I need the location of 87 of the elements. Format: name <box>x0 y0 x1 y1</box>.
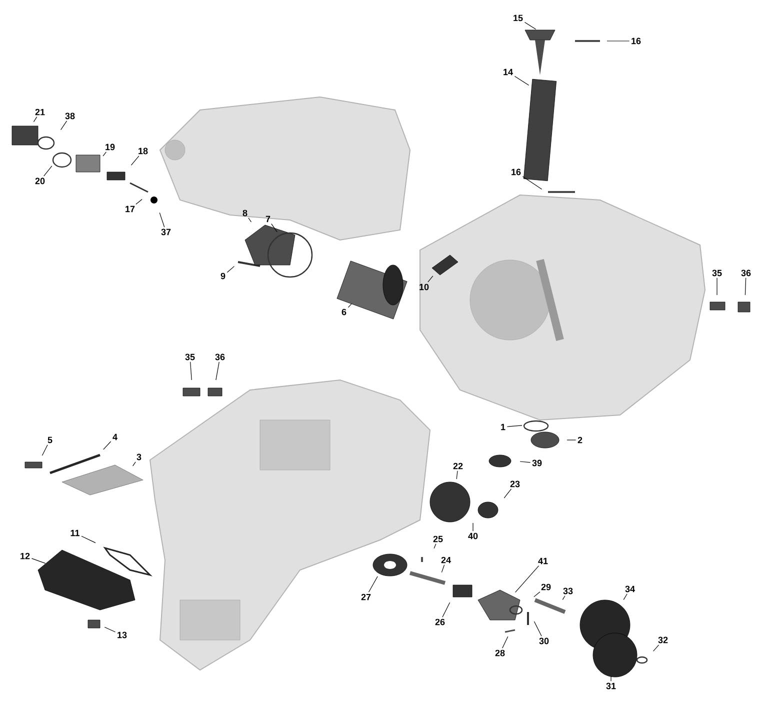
leader-line <box>226 266 234 273</box>
leader-line <box>81 536 96 544</box>
leader-line <box>524 22 536 30</box>
leader-line <box>522 176 542 190</box>
callout-number: 40 <box>468 532 478 540</box>
callout-number: 22 <box>453 462 463 470</box>
callout-number: 36 <box>215 354 225 360</box>
leader-line <box>606 40 630 42</box>
leader-line <box>502 636 508 648</box>
leader-line <box>472 522 474 532</box>
callout-number: 13 <box>118 632 127 638</box>
callout-number: 34 <box>625 586 635 592</box>
leader-line <box>610 676 612 682</box>
callout-number: 23 <box>510 480 520 488</box>
leader-line <box>130 156 140 166</box>
callout-number: 11 <box>70 530 80 536</box>
callout-number: 20 <box>35 178 45 184</box>
leader-line <box>136 198 142 205</box>
leader-line <box>42 444 48 456</box>
callout-number: 14 <box>504 68 513 76</box>
callout-number: 16 <box>512 168 521 176</box>
callout-number: 1 <box>501 424 506 430</box>
leader-line <box>456 470 458 480</box>
leader-line <box>442 602 450 618</box>
leader-line <box>102 152 106 156</box>
callout-number: 12 <box>20 552 30 560</box>
leader-line <box>515 566 540 593</box>
leader-line <box>653 644 660 652</box>
callout-number: 17 <box>126 206 135 212</box>
callout-number: 39 <box>532 460 542 466</box>
callout-number: 35 <box>185 354 195 360</box>
leader-line <box>744 278 746 296</box>
callout-number: 38 <box>65 112 75 120</box>
callout-number: 4 <box>112 434 118 440</box>
callout-number: 21 <box>35 108 45 116</box>
leader-line <box>441 564 445 573</box>
callout-number: 5 <box>48 436 52 444</box>
callout-number: 15 <box>514 14 523 22</box>
leader-line <box>534 592 540 598</box>
callout-number: 2 <box>578 436 582 444</box>
callout-number: 6 <box>342 308 346 316</box>
leader-line <box>132 462 136 466</box>
callout-number: 41 <box>538 558 548 564</box>
leader-line <box>248 218 252 222</box>
leader-line <box>44 166 52 176</box>
leader-line <box>60 120 68 130</box>
leader-line <box>520 461 531 463</box>
callout-number: 3 <box>136 454 142 460</box>
leader-line <box>428 276 434 282</box>
callout-number: 18 <box>138 148 148 154</box>
callout-number: 9 <box>220 272 226 280</box>
callout-number: 37 <box>161 228 171 236</box>
leader-line <box>216 362 220 380</box>
callout-number: 25 <box>433 536 443 542</box>
callout-number: 8 <box>242 210 248 216</box>
leader-line <box>31 558 46 564</box>
callout-number: 29 <box>541 584 551 590</box>
callout-number: 10 <box>420 284 429 290</box>
callout-number: 31 <box>606 682 616 690</box>
leader-line <box>104 626 116 632</box>
leader-line <box>506 425 522 427</box>
leader-line <box>190 362 192 380</box>
leader-line <box>348 303 352 308</box>
callout-number: 26 <box>435 618 445 626</box>
leader-line <box>103 441 112 450</box>
leader-line <box>368 576 378 592</box>
callout-number: 28 <box>495 650 505 656</box>
leader-line <box>271 224 278 232</box>
leader-line <box>623 594 628 600</box>
leader-line <box>534 621 542 636</box>
leader-line <box>159 212 165 228</box>
callout-number: 27 <box>361 594 371 600</box>
leader-line <box>562 596 566 600</box>
callout-number: 36 <box>741 270 751 276</box>
callout-number: 16 <box>632 38 641 44</box>
callout-number: 33 <box>563 588 573 594</box>
leader-line <box>33 116 38 122</box>
callout-number: 35 <box>712 270 722 276</box>
leader-line <box>504 488 512 498</box>
callout-number: 7 <box>266 216 270 222</box>
callout-number: 19 <box>106 144 115 150</box>
callout-number: 32 <box>658 636 668 644</box>
leader-line <box>434 544 436 549</box>
leader-line <box>716 278 718 296</box>
callout-number: 30 <box>539 638 549 644</box>
leader-line <box>514 76 530 86</box>
callout-number: 24 <box>441 556 451 564</box>
